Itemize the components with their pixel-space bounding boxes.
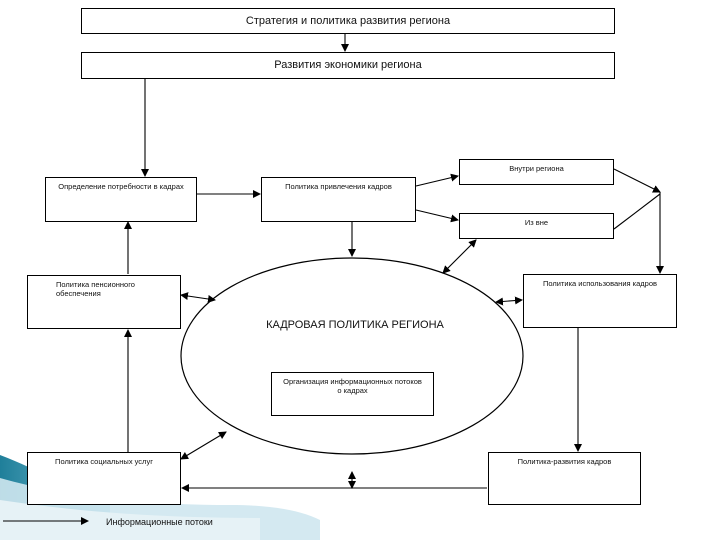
staff-development-box: Политика-развития кадров [488,452,641,505]
social-services-box: Политика социальных услуг [27,452,181,505]
usage-policy-box: Политика использования кадров [523,274,677,328]
center-label: КАДРОВАЯ ПОЛИТИКА РЕГИОНА [266,319,444,331]
economy-box: Развития экономики региона [81,52,615,79]
attraction-policy-box: Политика привлечения кадров [261,177,416,222]
legend-label: Информационные потоки [106,517,213,527]
staff-needs-box: Определение потребности в кадрах [45,177,197,222]
strategy-box: Стратегия и политика развития региона [81,8,615,34]
info-organization-box: Организация информационных потоков о кад… [271,372,434,416]
central-ellipse [180,257,524,455]
outside-box: Из вне [459,213,614,239]
inside-region-box: Внутри региона [459,159,614,185]
connectors [3,34,664,525]
pension-policy-box: Политика пенсионного обеспечения [27,275,181,329]
